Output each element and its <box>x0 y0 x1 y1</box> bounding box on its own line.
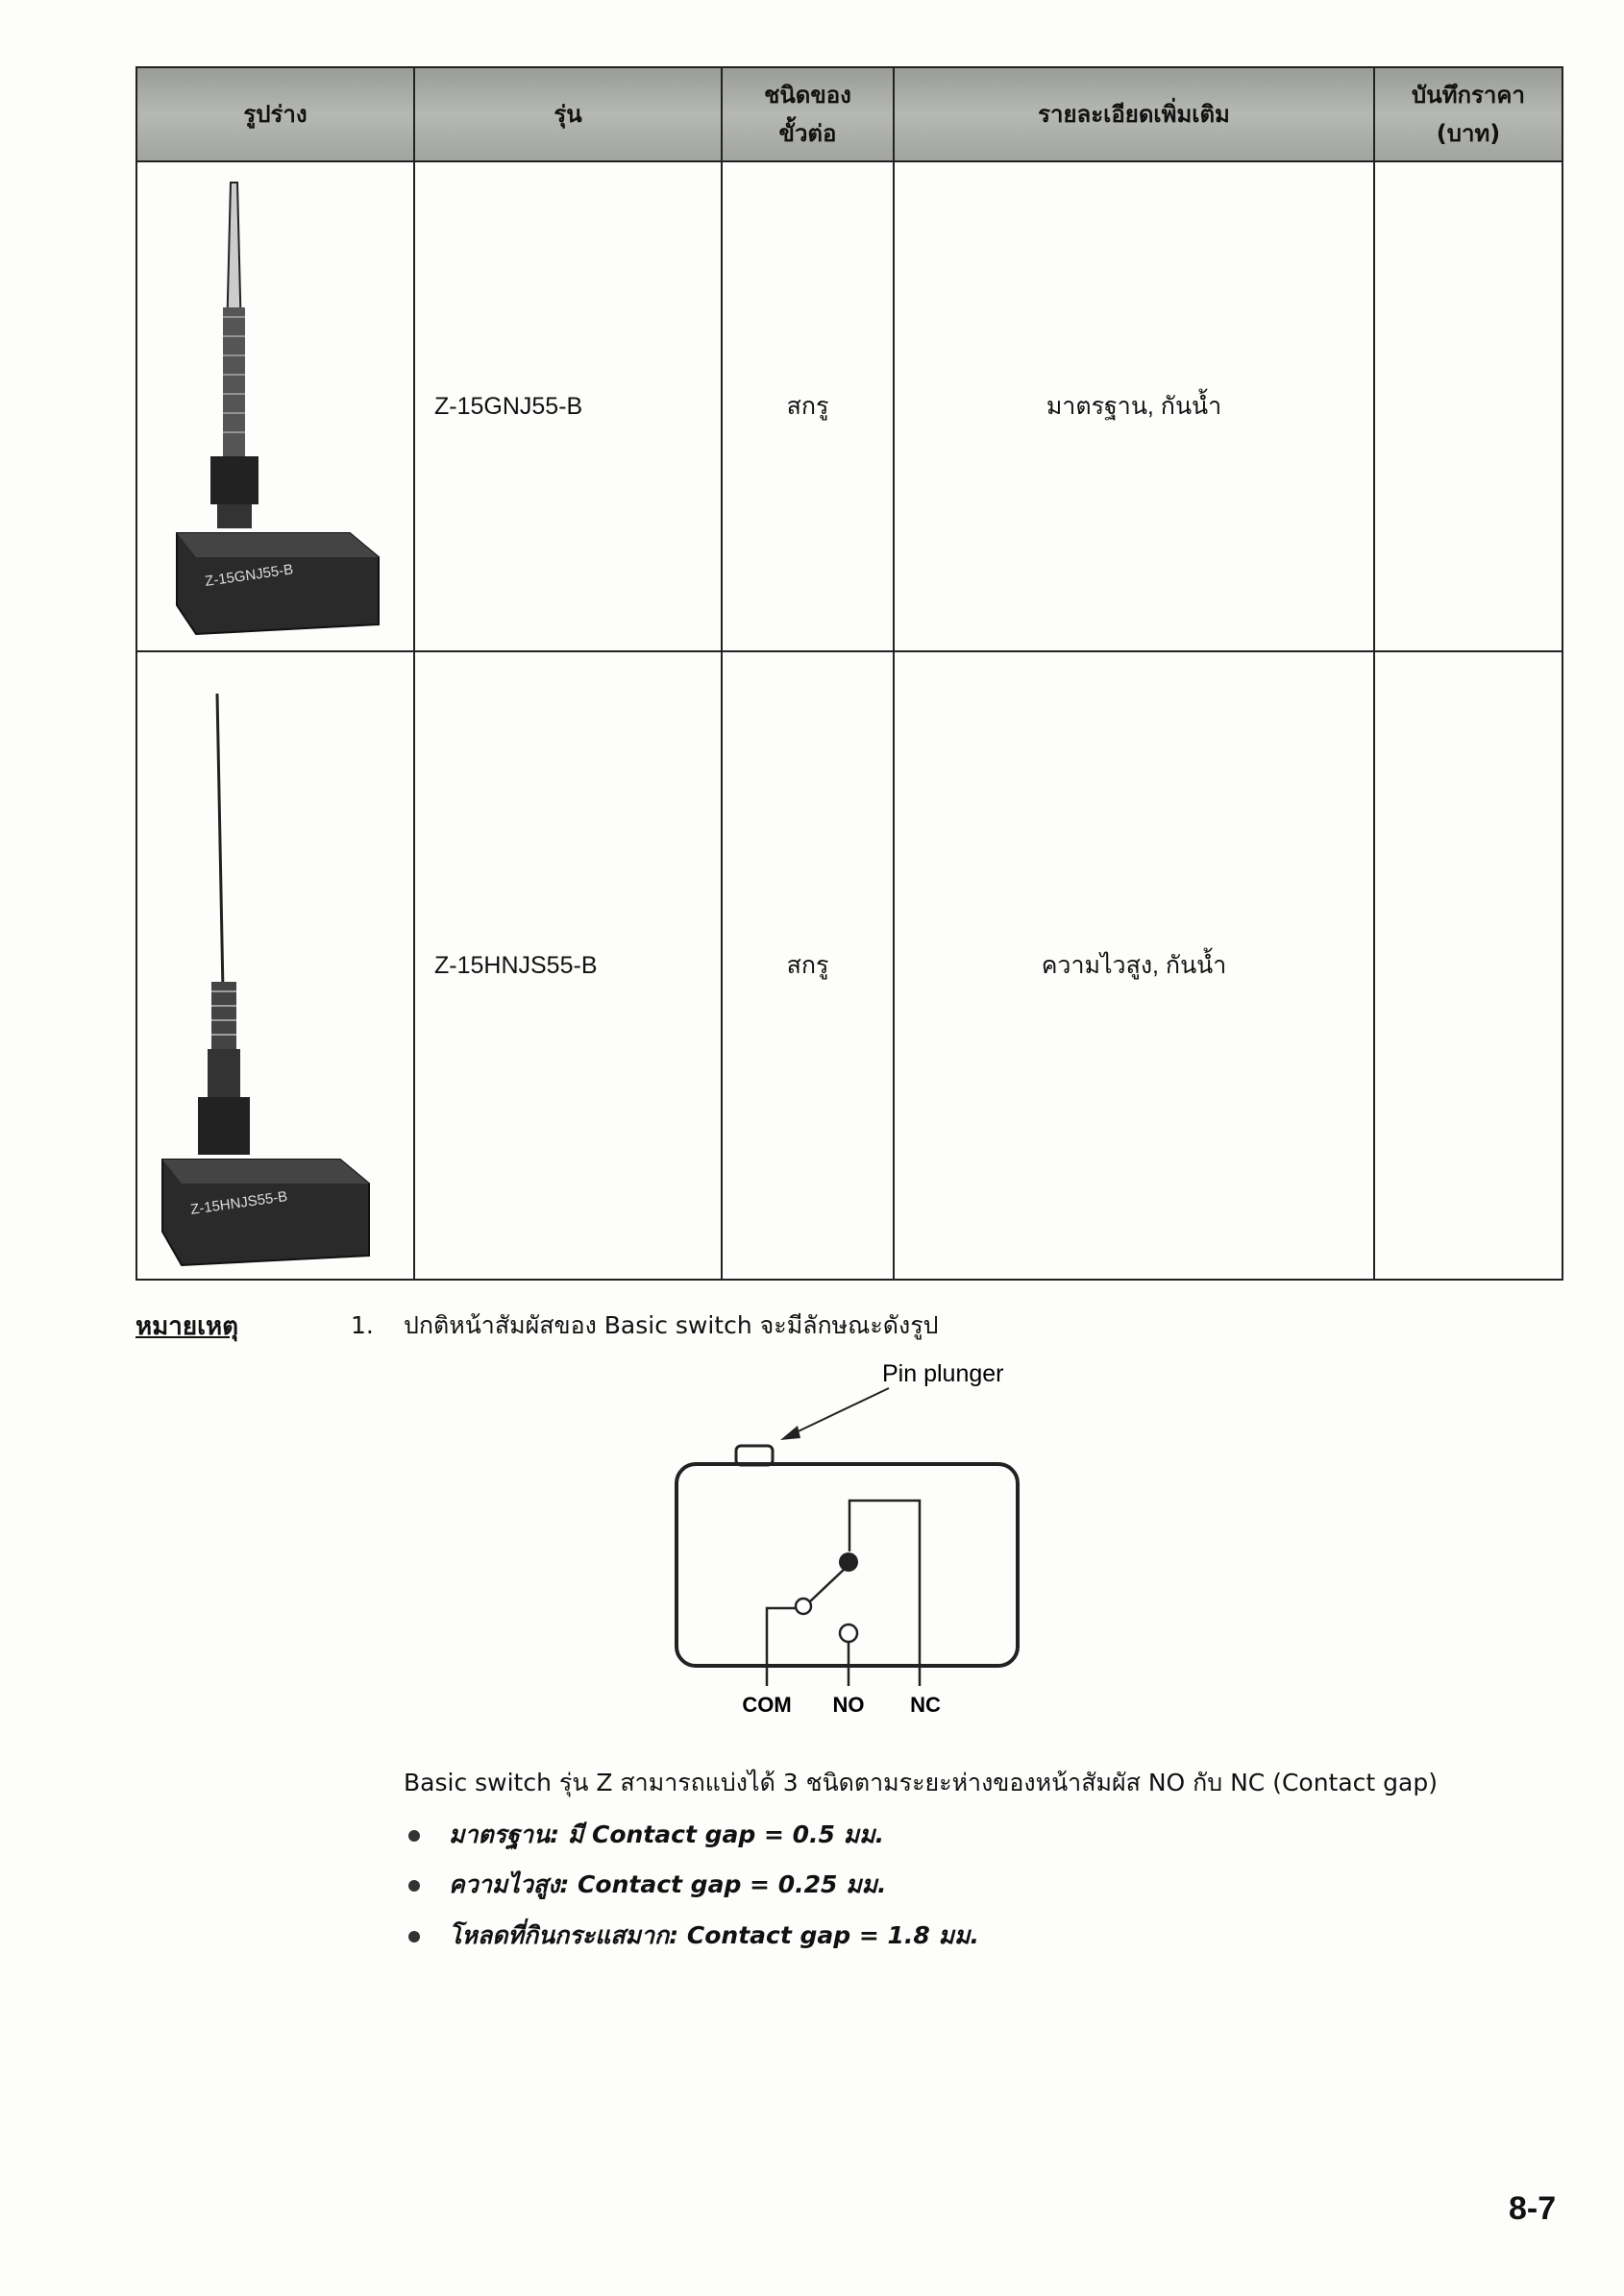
bullet-item: มาตรฐาน: มี Contact gap = 0.5 มม. <box>408 1816 884 1854</box>
header-details: รายละเอียดเพิ่มเติม <box>893 66 1375 162</box>
table-header-row: รูปร่าง รุ่น ชนิดของขั้วต่อ รายละเอียดเพ… <box>135 66 1563 162</box>
price-cell <box>1373 160 1563 652</box>
model-cell: Z-15HNJS55-B <box>413 650 723 1281</box>
switch-image-z15gnj55b: Z-15GNJ55-B <box>176 181 380 635</box>
note-label: หมายเหตุ <box>135 1312 239 1341</box>
header-price: บันทึกราคา(บาท) <box>1373 66 1563 162</box>
product-image-cell: Z-15GNJ55-B <box>135 160 415 652</box>
details-cell: มาตรฐาน, กันน้ำ <box>893 160 1375 652</box>
bullet-item: โหลดที่กินกระแสมาก: Contact gap = 1.8 มม… <box>408 1917 979 1955</box>
product-image-cell: Z-15HNJS55-B <box>135 650 415 1281</box>
price-cell <box>1373 650 1563 1281</box>
table-row: Z-15HNJS55-B Z-15HNJS55-B สกรู ความไวสูง… <box>135 650 1563 1281</box>
terminal-cell: สกรู <box>721 160 895 652</box>
bullet-item: ความไวสูง: Contact gap = 0.25 มม. <box>408 1866 887 1904</box>
pin-plunger-label: Pin plunger <box>882 1360 1003 1387</box>
bullet-icon <box>408 1931 420 1942</box>
com-label: COM <box>742 1693 791 1717</box>
switch-spec-table: รูปร่าง รุ่น ชนิดของขั้วต่อ รายละเอียดเพ… <box>135 66 1563 1281</box>
header-model: รุ่น <box>413 66 723 162</box>
details-cell: ความไวสูง, กันน้ำ <box>893 650 1375 1281</box>
header-terminal: ชนิดของขั้วต่อ <box>721 66 895 162</box>
contact-gap-description: Basic switch รุ่น Z สามารถแบ่งได้ 3 ชนิด… <box>404 1769 1438 1796</box>
no-label: NO <box>833 1693 865 1717</box>
basic-switch-contact-diagram: Pin plunger COM NO NC <box>675 1360 1020 1717</box>
switch-image-z15hnjs55b: Z-15HNJS55-B <box>161 693 370 1266</box>
header-shape: รูปร่าง <box>135 66 415 162</box>
note-item-1: 1.ปกติหน้าสัมผัสของ Basic switch จะมีลัก… <box>351 1311 939 1339</box>
bullet-icon <box>408 1830 420 1842</box>
page-number: 8-7 <box>1509 2190 1557 2227</box>
table-row: Z-15GNJ55-B Z-15GNJ55-B สกรู มาตรฐาน, กั… <box>135 160 1563 652</box>
bullet-icon <box>408 1880 420 1892</box>
model-cell: Z-15GNJ55-B <box>413 160 723 652</box>
nc-label: NC <box>910 1693 941 1717</box>
terminal-cell: สกรู <box>721 650 895 1281</box>
